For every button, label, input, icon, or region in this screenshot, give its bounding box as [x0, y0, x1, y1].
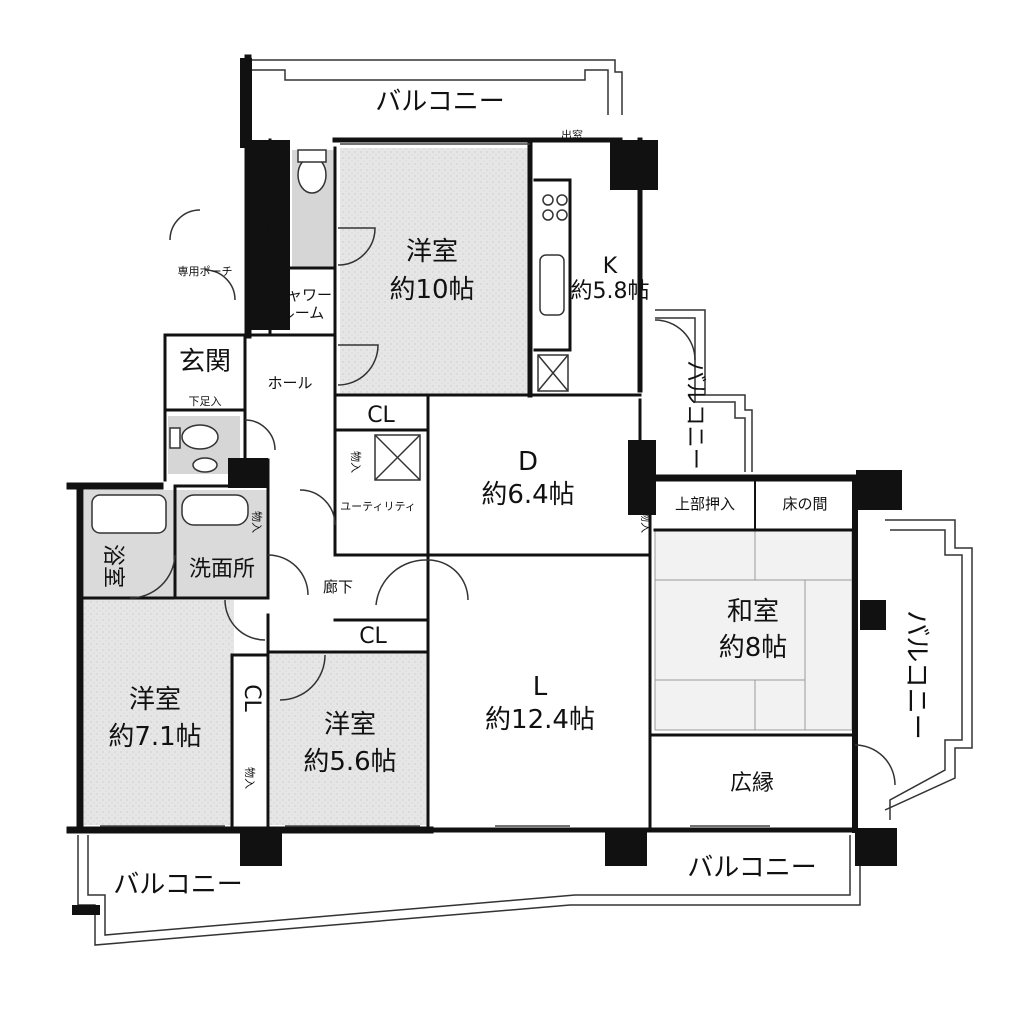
mono-d-label: 物入	[639, 511, 653, 533]
dining-name: D	[518, 447, 538, 477]
western-71-floor	[84, 600, 234, 825]
kitchen-name: K	[603, 254, 618, 279]
western-56-name: 洋室	[324, 710, 376, 740]
tatami-grid	[654, 529, 853, 731]
corridor-label: 廊下	[323, 578, 353, 596]
demado-label: 出窓	[561, 128, 583, 142]
cl-corridor-label: CL	[359, 624, 387, 649]
hiroen-label: 広縁	[730, 771, 774, 796]
columns	[72, 58, 902, 915]
balcony-right-upper-label: バルコニー	[682, 360, 707, 470]
dining-size: 約6.4帖	[481, 480, 574, 510]
western-10-floor	[340, 148, 532, 394]
washroom-label: 洗面所	[189, 557, 255, 582]
kitchen-size: 約5.8帖	[571, 279, 650, 304]
western-71-size: 約7.1帖	[108, 722, 201, 752]
tokonoma-label: 床の間	[782, 495, 827, 513]
utility-mono-label: 物入	[349, 451, 363, 473]
western-56-floor	[270, 652, 428, 825]
balcony-top-outline	[250, 59, 623, 115]
fixtures	[91, 149, 569, 534]
balcony-bottom-left-label: バルコニー	[113, 870, 242, 900]
balcony-right-upper-outline	[655, 309, 753, 472]
cl-hall-label: CL	[367, 403, 395, 428]
balcony-top-label: バルコニー	[375, 87, 504, 117]
cl-71-label: CL	[239, 684, 264, 712]
utility-label: ユーティリティ	[340, 500, 416, 513]
living-name: L	[533, 672, 548, 702]
western-10-size: 約10帖	[389, 275, 474, 305]
shower-room-label: シャワールーム	[272, 286, 332, 322]
western-56-size: 約5.6帖	[303, 747, 396, 777]
hall-label: ホール	[267, 374, 312, 392]
getabako-label: 下足入	[189, 395, 222, 408]
bath-label: 浴室	[100, 544, 125, 588]
balcony-bottom-right-label: バルコニー	[687, 853, 816, 883]
storage-upper-label: 上部押入	[675, 495, 735, 513]
balcony-right-outline	[884, 519, 973, 820]
washitsu-size: 約8帖	[719, 633, 788, 663]
mono-71-label: 物入	[243, 767, 257, 789]
windows	[100, 143, 770, 827]
washitsu-name: 和室	[727, 597, 779, 627]
living-size: 約12.4帖	[485, 705, 595, 735]
door-swings	[129, 209, 896, 786]
balcony-right-label: バルコニー	[901, 610, 931, 739]
genkan-label: 玄関	[179, 347, 231, 377]
western-71-name: 洋室	[129, 685, 181, 715]
western-10-name: 洋室	[406, 237, 458, 267]
mono-wash-label: 物入	[250, 511, 264, 533]
porch-label: 専用ポーチ	[178, 265, 233, 278]
